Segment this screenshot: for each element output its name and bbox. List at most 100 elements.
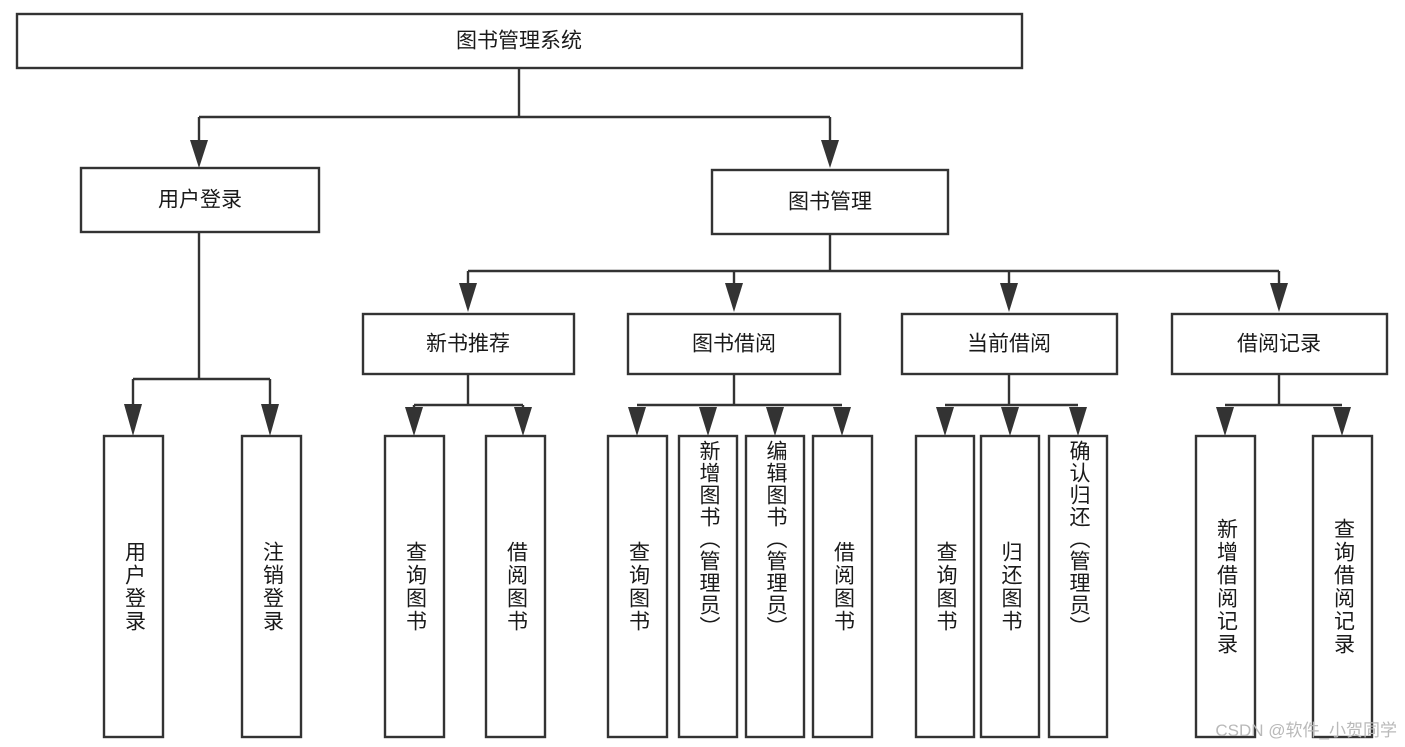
arrowhead-new-book-rec — [459, 283, 477, 312]
leaf-label-wrap-query-book-3: 查询图书 — [934, 540, 957, 633]
node-leaf-user-login-label: 用户登录 — [122, 540, 146, 633]
node-current-borrow-box[interactable] — [900, 312, 1119, 376]
node-leaf-logout[interactable] — [240, 434, 303, 739]
leaf-label-wrap-return-book: 归还图书 — [999, 540, 1022, 633]
node-leaf-borrow-book-2[interactable] — [811, 434, 874, 739]
node-leaf-query-book-1-label: 查询图书 — [403, 540, 427, 633]
node-leaf-add-record-label: 新增借阅记录 — [1214, 517, 1238, 656]
node-leaf-query-book-1-box[interactable] — [383, 434, 446, 739]
node-leaf-query-record-label: 查询借阅记录 — [1331, 517, 1355, 656]
node-book-manage-box[interactable] — [710, 168, 950, 236]
connector-group-borrow-record — [1216, 374, 1351, 436]
node-leaf-logout-label: 注销登录 — [260, 540, 284, 633]
node-leaf-borrow-book-1[interactable] — [484, 434, 547, 739]
node-leaf-logout-box[interactable] — [240, 434, 303, 739]
node-leaf-query-book-2[interactable] — [606, 434, 669, 739]
connector-group-user-login — [124, 232, 279, 436]
arrowhead-leaf-query-book-3 — [936, 407, 954, 436]
leaf-label-wrap-add-record: 新增借阅记录 — [1214, 517, 1238, 656]
node-root-box[interactable] — [15, 12, 1024, 70]
node-leaf-query-book-2-label: 查询图书 — [626, 540, 650, 633]
arrowhead-leaf-user-login — [124, 404, 142, 436]
arrowhead-leaf-borrow-book-1 — [514, 407, 532, 436]
node-leaf-confirm-return-box[interactable] — [1047, 434, 1109, 739]
node-leaf-borrow-book-1-label: 借阅图书 — [504, 540, 528, 633]
node-leaf-query-book-1[interactable] — [383, 434, 446, 739]
node-new-book-rec-box[interactable] — [361, 312, 576, 376]
node-root-label: 图书管理系统 — [456, 30, 582, 53]
arrowhead-leaf-edit-book — [766, 407, 784, 436]
node-borrow-record[interactable]: 借阅记录 — [1170, 312, 1389, 376]
node-book-borrow-box[interactable] — [626, 312, 842, 376]
leaf-label-wrap-user-login: 用户登录 — [122, 540, 146, 633]
node-user-login[interactable]: 用户登录 — [79, 166, 321, 234]
arrowhead-leaf-query-record — [1333, 407, 1351, 436]
node-leaf-edit-book-label: 编辑图书（管理员） — [764, 440, 787, 638]
arrowhead-book-borrow — [725, 283, 743, 312]
leaf-label-wrap-borrow-book-2: 借阅图书 — [831, 540, 855, 633]
node-user-login-label: 用户登录 — [158, 189, 242, 212]
node-leaf-confirm-return-label: 确认归还（管理员） — [1067, 440, 1090, 638]
node-borrow-record-box[interactable] — [1170, 312, 1389, 376]
connector-group-book-borrow — [628, 374, 851, 436]
connector-group-new-book-rec — [405, 374, 532, 436]
arrowhead-current-borrow — [1000, 283, 1018, 312]
node-leaf-edit-book-box[interactable] — [744, 434, 806, 739]
node-leaf-edit-book[interactable] — [744, 434, 806, 739]
node-leaf-return-book-box[interactable] — [979, 434, 1041, 739]
node-new-book-rec-label: 新书推荐 — [426, 333, 510, 356]
node-leaf-query-book-3[interactable] — [914, 434, 976, 739]
node-root[interactable]: 图书管理系统 — [15, 12, 1024, 70]
node-leaf-add-book-box[interactable] — [677, 434, 739, 739]
arrowhead-leaf-logout — [261, 404, 279, 436]
node-leaf-query-book-3-box[interactable] — [914, 434, 976, 739]
node-book-manage-label: 图书管理 — [788, 191, 872, 214]
arrowhead-leaf-confirm-return — [1069, 407, 1087, 436]
arrowhead-leaf-return-book — [1001, 407, 1019, 436]
node-leaf-borrow-book-2-label: 借阅图书 — [831, 540, 855, 633]
node-leaf-user-login[interactable] — [102, 434, 165, 739]
node-new-book-rec[interactable]: 新书推荐 — [361, 312, 576, 376]
node-book-borrow-label: 图书借阅 — [692, 333, 776, 356]
node-leaf-query-record-box[interactable] — [1311, 434, 1374, 739]
node-leaf-user-login-box[interactable] — [102, 434, 165, 739]
node-leaf-add-record[interactable] — [1194, 434, 1257, 739]
node-leaf-add-book-label: 新增图书（管理员） — [697, 440, 720, 638]
leaf-label-wrap-confirm-return: 确认归还（管理员） — [1067, 440, 1090, 638]
node-user-login-box[interactable] — [79, 166, 321, 234]
leaf-label-wrap-query-book-2: 查询图书 — [626, 540, 650, 633]
leaf-label-wrap-edit-book: 编辑图书（管理员） — [764, 440, 787, 638]
node-leaf-add-book[interactable] — [677, 434, 739, 739]
connector-group-root — [190, 68, 839, 168]
arrowhead-leaf-add-record — [1216, 407, 1234, 436]
node-leaf-borrow-book-2-box[interactable] — [811, 434, 874, 739]
node-leaf-confirm-return[interactable] — [1047, 434, 1109, 739]
node-leaf-query-book-2-box[interactable] — [606, 434, 669, 739]
node-current-borrow[interactable]: 当前借阅 — [900, 312, 1119, 376]
arrowhead-borrow-record — [1270, 283, 1288, 312]
node-book-borrow[interactable]: 图书借阅 — [626, 312, 842, 376]
leaf-label-wrap-query-book-1: 查询图书 — [403, 540, 427, 633]
node-leaf-return-book[interactable] — [979, 434, 1041, 739]
arrowhead-leaf-add-book — [699, 407, 717, 436]
node-borrow-record-label: 借阅记录 — [1237, 333, 1321, 356]
arrowhead-user-login — [190, 140, 208, 168]
arrowhead-leaf-query-book-1 — [405, 407, 423, 436]
node-leaf-query-book-3-label: 查询图书 — [934, 540, 957, 633]
arrowhead-book-manage — [821, 140, 839, 168]
arrowhead-leaf-query-book-2 — [628, 407, 646, 436]
node-book-manage[interactable]: 图书管理 — [710, 168, 950, 236]
node-leaf-query-record[interactable] — [1311, 434, 1374, 739]
connector-group-current-borrow — [936, 374, 1087, 436]
node-current-borrow-label: 当前借阅 — [967, 333, 1051, 356]
connector-group-book-manage — [459, 234, 1288, 312]
node-leaf-add-record-box[interactable] — [1194, 434, 1257, 739]
leaf-label-wrap-logout: 注销登录 — [260, 540, 284, 633]
leaf-label-wrap-add-book: 新增图书（管理员） — [697, 440, 720, 638]
leaf-label-wrap-query-record: 查询借阅记录 — [1331, 517, 1355, 656]
arrowhead-leaf-borrow-book-2 — [833, 407, 851, 436]
node-leaf-return-book-label: 归还图书 — [999, 540, 1022, 633]
node-leaf-borrow-book-1-box[interactable] — [484, 434, 547, 739]
